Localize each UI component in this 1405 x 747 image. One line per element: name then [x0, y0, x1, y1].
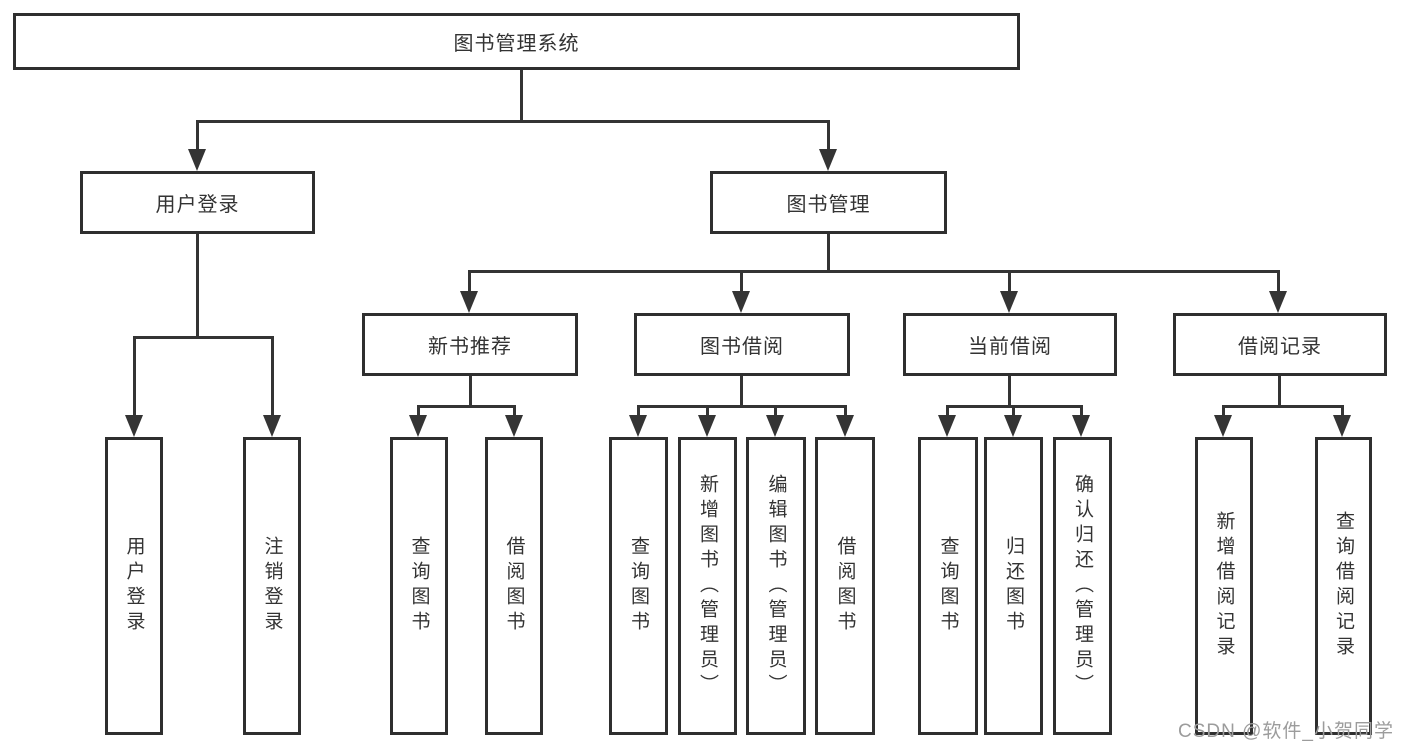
leaf-add-book-admin: 新增图书（管理员）: [678, 437, 737, 735]
leaf-label: 归还图书: [1003, 536, 1024, 636]
node-book-borrow: 图书借阅: [634, 313, 850, 376]
connector-line: [196, 120, 199, 153]
arrowhead-icon: [188, 149, 206, 171]
leaf-label: 借阅图书: [503, 536, 525, 636]
connector-line: [1341, 405, 1344, 418]
arrowhead-icon: [1333, 415, 1351, 437]
leaf-confirm-return-admin: 确认归还（管理员）: [1053, 437, 1112, 735]
node-borrow-records: 借阅记录: [1173, 313, 1387, 376]
leaf-label: 注销登录: [261, 536, 283, 636]
connector-line: [1222, 405, 1225, 418]
connector-line: [513, 405, 516, 418]
arrowhead-icon: [505, 415, 523, 437]
leaf-borrow-books-recommend: 借阅图书: [485, 437, 543, 735]
arrowhead-icon: [938, 415, 956, 437]
connector-line: [196, 234, 199, 339]
leaf-borrow-books: 借阅图书: [815, 437, 875, 735]
leaf-user-login: 用户登录: [105, 437, 163, 735]
leaf-label: 新增借阅记录: [1213, 511, 1235, 661]
arrowhead-icon: [263, 415, 281, 437]
leaf-label: 查询图书: [408, 536, 430, 636]
connector-line: [740, 376, 743, 408]
leaf-label: 编辑图书（管理员）: [765, 473, 787, 699]
connector-line: [946, 405, 949, 418]
node-label: 新书推荐: [428, 336, 512, 358]
node-label: 用户登录: [155, 194, 240, 216]
connector-line: [468, 270, 1280, 273]
node-label: 借阅记录: [1238, 336, 1322, 358]
node-label: 当前借阅: [968, 336, 1052, 358]
leaf-return-books: 归还图书: [984, 437, 1043, 735]
node-label: 图书管理: [786, 194, 871, 216]
connector-line: [1277, 270, 1280, 294]
connector-line: [196, 120, 830, 123]
node-library-management-system: 图书管理系统: [13, 13, 1020, 70]
leaf-label: 查询图书: [937, 536, 959, 636]
arrowhead-icon: [629, 415, 647, 437]
connector-line: [827, 120, 830, 153]
arrowhead-icon: [1269, 291, 1287, 313]
node-label: 图书管理系统: [453, 33, 580, 55]
node-label: 图书借阅: [700, 336, 784, 358]
leaf-label: 新增图书（管理员）: [697, 473, 718, 699]
leaf-label: 确认归还（管理员）: [1072, 473, 1093, 699]
connector-line: [774, 405, 777, 418]
connector-line: [706, 405, 709, 418]
connector-line: [1222, 405, 1344, 408]
node-user-login: 用户登录: [80, 171, 315, 234]
connector-line: [1008, 376, 1011, 408]
connector-line: [417, 405, 516, 408]
connector-line: [1008, 270, 1011, 294]
node-current-borrow: 当前借阅: [903, 313, 1117, 376]
leaf-query-borrow-record: 查询借阅记录: [1315, 437, 1372, 735]
arrowhead-icon: [819, 149, 837, 171]
connector-line: [520, 70, 523, 123]
connector-line: [1278, 376, 1281, 408]
connector-line: [417, 405, 420, 418]
node-book-management: 图书管理: [710, 171, 947, 234]
arrowhead-icon: [698, 415, 716, 437]
arrowhead-icon: [766, 415, 784, 437]
connector-line: [637, 405, 640, 418]
arrowhead-icon: [125, 415, 143, 437]
arrowhead-icon: [1004, 415, 1022, 437]
leaf-label: 查询图书: [628, 536, 649, 636]
connector-line: [469, 376, 472, 408]
leaf-edit-book-admin: 编辑图书（管理员）: [746, 437, 806, 735]
connector-line: [740, 270, 743, 294]
arrowhead-icon: [732, 291, 750, 313]
leaf-label: 查询借阅记录: [1333, 511, 1354, 661]
connector-line: [637, 405, 847, 408]
arrowhead-icon: [1214, 415, 1232, 437]
node-new-book-recommend: 新书推荐: [362, 313, 578, 376]
connector-line: [468, 270, 471, 294]
connector-line: [1012, 405, 1015, 418]
connector-line: [827, 234, 830, 272]
connector-line: [844, 405, 847, 418]
leaf-query-books-current: 查询图书: [918, 437, 978, 735]
arrowhead-icon: [460, 291, 478, 313]
leaf-label: 借阅图书: [834, 536, 856, 636]
arrowhead-icon: [409, 415, 427, 437]
csdn-watermark: CSDN @软件_小贺同学: [1178, 721, 1394, 742]
leaf-label: 用户登录: [123, 536, 145, 636]
leaf-add-borrow-record: 新增借阅记录: [1195, 437, 1253, 735]
connector-line: [271, 336, 274, 418]
leaf-query-books-borrow: 查询图书: [609, 437, 668, 735]
connector-line: [133, 336, 136, 418]
connector-line: [133, 336, 274, 339]
arrowhead-icon: [836, 415, 854, 437]
arrowhead-icon: [1000, 291, 1018, 313]
connector-line: [1080, 405, 1083, 418]
arrowhead-icon: [1072, 415, 1090, 437]
leaf-query-books-recommend: 查询图书: [390, 437, 448, 735]
leaf-logout: 注销登录: [243, 437, 301, 735]
